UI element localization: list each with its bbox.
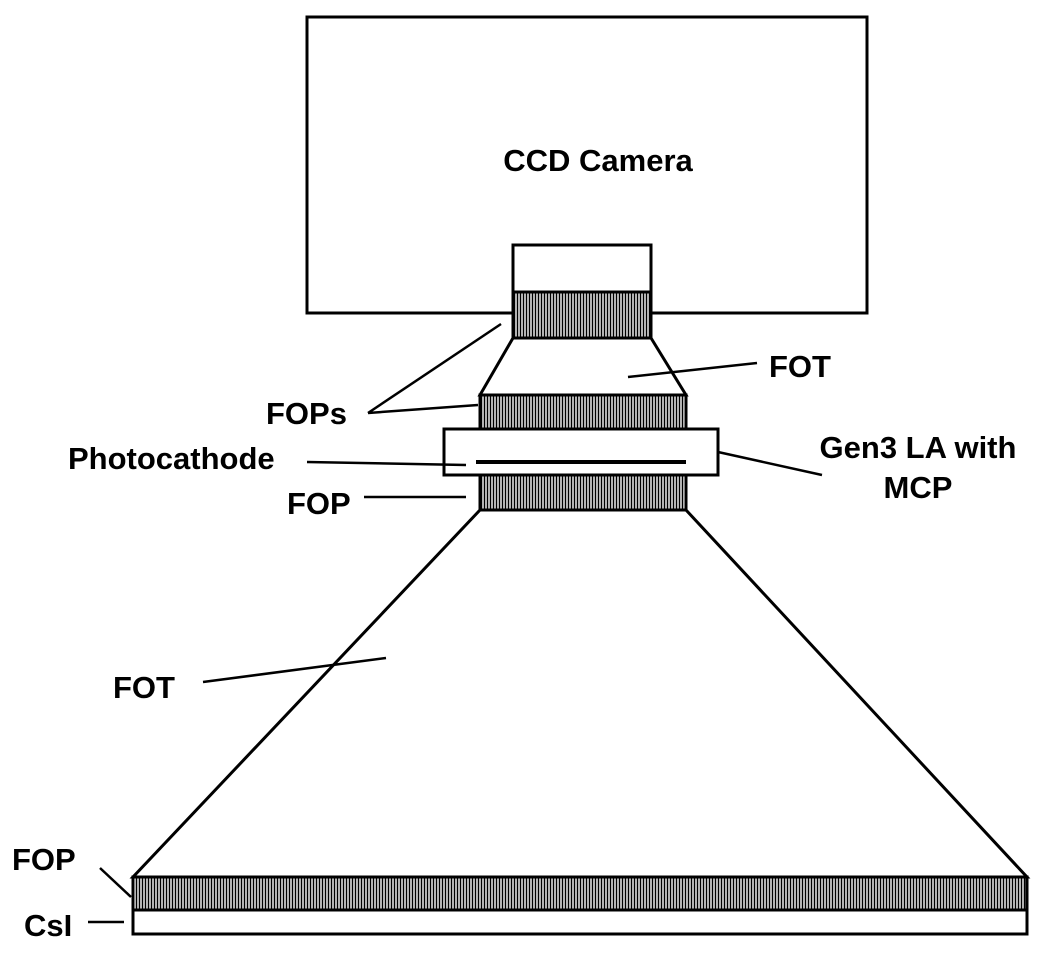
bottom-fop	[131, 875, 1029, 912]
fops-leader-b	[367, 403, 479, 415]
intensifier-leader	[717, 450, 823, 477]
intensifier-label-line1: Gen3 LA with	[820, 430, 1017, 465]
fop-above-intensifier	[478, 393, 688, 431]
fop-middle-label: FOP	[287, 486, 351, 521]
fot-upper-leader	[627, 361, 758, 379]
gen3-intensifier	[442, 427, 720, 477]
fop-bottom-leader	[99, 867, 132, 898]
photocathode-label: Photocathode	[68, 441, 275, 476]
fot-lower-label: FOT	[113, 670, 175, 705]
csi-label: CsI	[24, 908, 72, 943]
lower-fot	[129, 508, 1031, 879]
upper-fop	[511, 290, 653, 340]
fops-leader-a	[367, 322, 502, 415]
intensifier-label-line2: MCP	[884, 470, 953, 505]
camera-mount	[511, 243, 653, 295]
ccd-camera-label: CCD Camera	[503, 143, 693, 178]
fot-upper-label: FOT	[769, 349, 831, 384]
photocathode-leader	[306, 460, 467, 467]
fop-bottom-label: FOP	[12, 842, 76, 877]
csi-scintillator	[131, 908, 1029, 936]
fot-lower-leader	[202, 656, 387, 684]
upper-fot	[477, 336, 689, 397]
middle-fop	[478, 473, 688, 512]
fops-label: FOPs	[266, 396, 347, 431]
